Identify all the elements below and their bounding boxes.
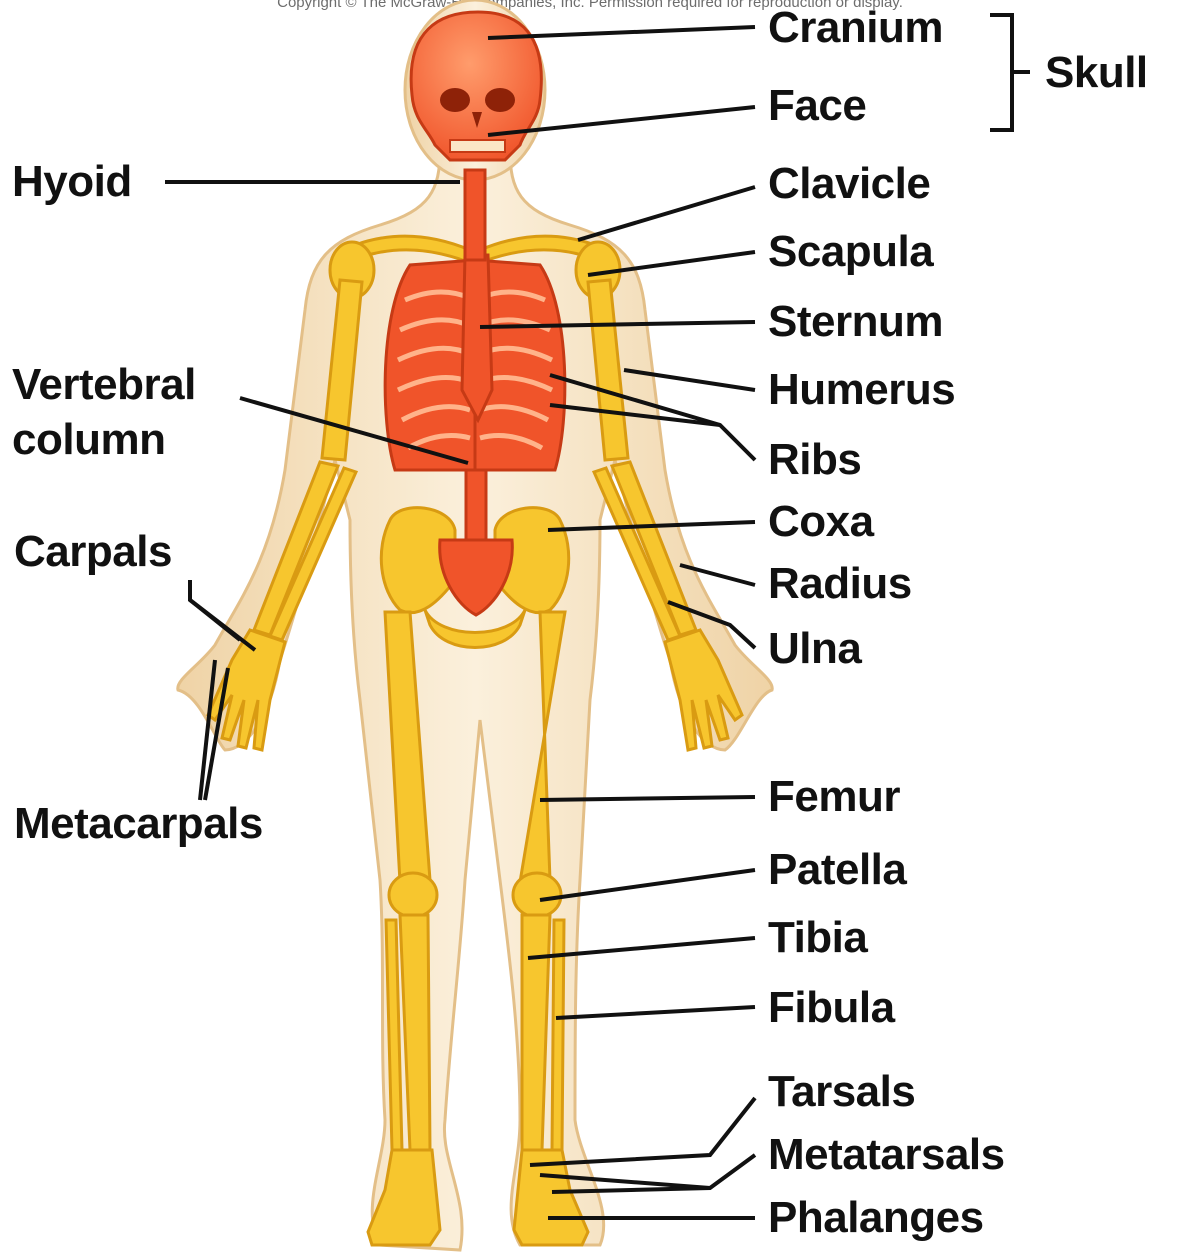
label-cranium: Cranium bbox=[768, 6, 943, 50]
label-fibula: Fibula bbox=[768, 986, 895, 1030]
label-metacarpals: Metacarpals bbox=[14, 802, 263, 846]
label-scapula: Scapula bbox=[768, 230, 933, 274]
label-tarsals: Tarsals bbox=[768, 1070, 915, 1114]
label-face: Face bbox=[768, 84, 866, 128]
label-sternum: Sternum bbox=[768, 300, 943, 344]
label-carpals: Carpals bbox=[14, 530, 172, 574]
label-clavicle: Clavicle bbox=[768, 162, 930, 206]
label-patella: Patella bbox=[768, 848, 906, 892]
label-skull: Skull bbox=[1045, 51, 1148, 95]
label-phalanges: Phalanges bbox=[768, 1196, 984, 1240]
label-radius: Radius bbox=[768, 562, 912, 606]
label-vertebral-line2: column bbox=[12, 415, 165, 465]
label-ribs: Ribs bbox=[768, 438, 861, 482]
label-hyoid: Hyoid bbox=[12, 160, 132, 204]
label-ulna: Ulna bbox=[768, 627, 861, 671]
label-humerus: Humerus bbox=[768, 368, 955, 412]
label-coxa: Coxa bbox=[768, 500, 874, 544]
label-metatarsals: Metatarsals bbox=[768, 1133, 1005, 1177]
label-femur: Femur bbox=[768, 775, 900, 819]
label-vertebral-line1: Vertebral bbox=[12, 360, 196, 410]
label-tibia: Tibia bbox=[768, 916, 867, 960]
